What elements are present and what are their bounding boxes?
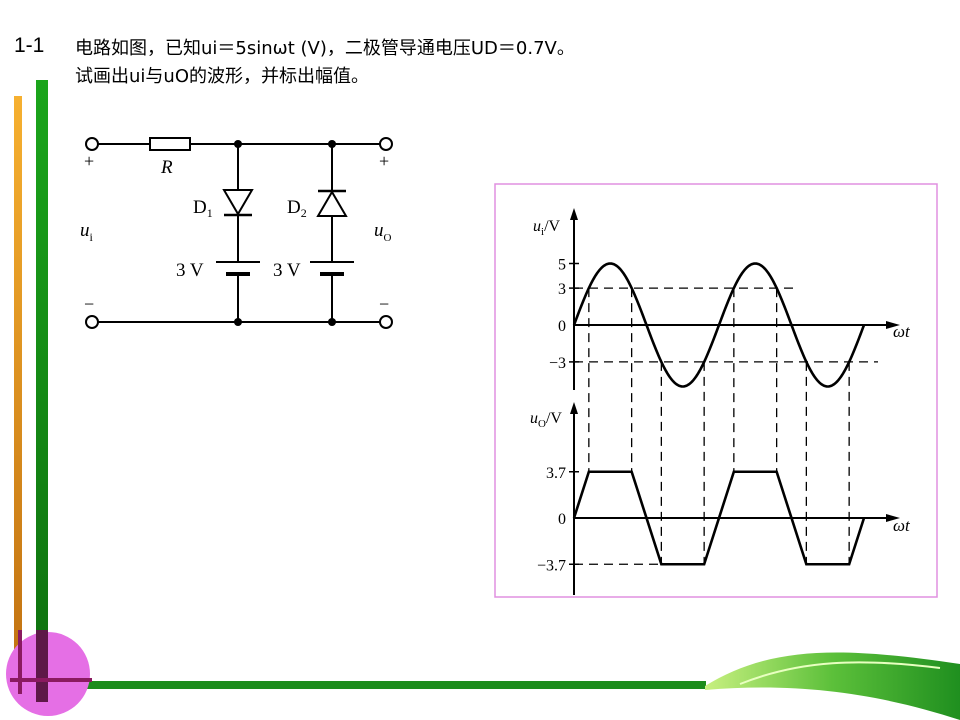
ui-axis-title: ui/V: [533, 218, 561, 238]
problem-number: 1-1: [14, 34, 45, 57]
problem-statement-line-1: 电路如图，已知ui＝5sinωt (V)，二极管导通电压UD＝0.7V。: [75, 38, 575, 59]
input-minus-sign: −: [84, 294, 94, 314]
uo-y-axis-arrow: [570, 402, 578, 414]
crosshair-vertical-2: [36, 630, 48, 702]
waveform-chart-panel: 5 3 0 −3 3.7 0 −3.7 ui/V uO/V ωt ωt: [494, 183, 938, 598]
orange-vertical-bar: [14, 96, 22, 692]
ui-y-axis-arrow: [570, 208, 578, 220]
output-minus-sign: −: [379, 294, 389, 314]
uo-tick-label: 0: [558, 511, 566, 528]
input-terminal-top: [85, 137, 99, 151]
crosshair-horizontal: [10, 678, 92, 682]
ui-tick-label: 5: [558, 257, 566, 274]
ui-tick-label: 0: [558, 318, 566, 335]
uo-tick-label: −3.7: [537, 557, 566, 574]
uo-axis-title: uO/V: [530, 410, 562, 430]
circuit-diagram: R D1 D2 3 V 3 V ui uO + + − −: [80, 137, 393, 329]
ui-sine-curve: [572, 262, 866, 388]
resistor-label: R: [160, 157, 173, 178]
uo-clipped-waveform: [572, 470, 866, 566]
ui-x-axis-title: ωt: [893, 322, 911, 341]
input-voltage-label: ui: [80, 220, 94, 244]
resistor-r: [149, 137, 191, 151]
input-terminal-bottom: [85, 315, 99, 329]
battery-2-symbol: [310, 261, 354, 276]
ui-x-axis-arrow: [886, 321, 900, 329]
input-plus-sign: +: [84, 151, 94, 171]
battery-1-symbol: [216, 261, 260, 276]
diode-d1-label: D1: [193, 197, 213, 220]
output-terminal-bottom: [379, 315, 393, 329]
ui-tick-label: 3: [558, 281, 566, 298]
problem-statement-line-2: 试画出ui与uO的波形，并标出幅值。: [75, 66, 369, 87]
diode-d2-label: D2: [287, 197, 307, 220]
uo-x-axis-arrow: [886, 514, 900, 522]
leaf-swoosh: [705, 652, 960, 720]
waveform-panel-border: [494, 183, 938, 598]
junction-node: [234, 140, 242, 148]
battery-1-label: 3 V: [176, 260, 204, 281]
crosshair-vertical: [18, 630, 22, 694]
battery-2-label: 3 V: [273, 260, 301, 281]
output-plus-sign: +: [379, 151, 389, 171]
diode-d1-symbol: [222, 189, 254, 217]
green-vertical-bar: [36, 80, 48, 704]
junction-node: [328, 140, 336, 148]
uo-x-axis-title: ωt: [893, 516, 911, 535]
leaf-swoosh-highlight: [739, 661, 941, 685]
green-bottom-line: [62, 681, 706, 689]
output-voltage-label: uO: [374, 220, 392, 244]
uo-tick-label: 3.7: [546, 465, 566, 482]
output-terminal-top: [379, 137, 393, 151]
diode-d2-symbol: [316, 189, 348, 217]
junction-node: [234, 318, 242, 326]
junction-node: [328, 318, 336, 326]
ui-tick-label: −3: [549, 355, 566, 372]
